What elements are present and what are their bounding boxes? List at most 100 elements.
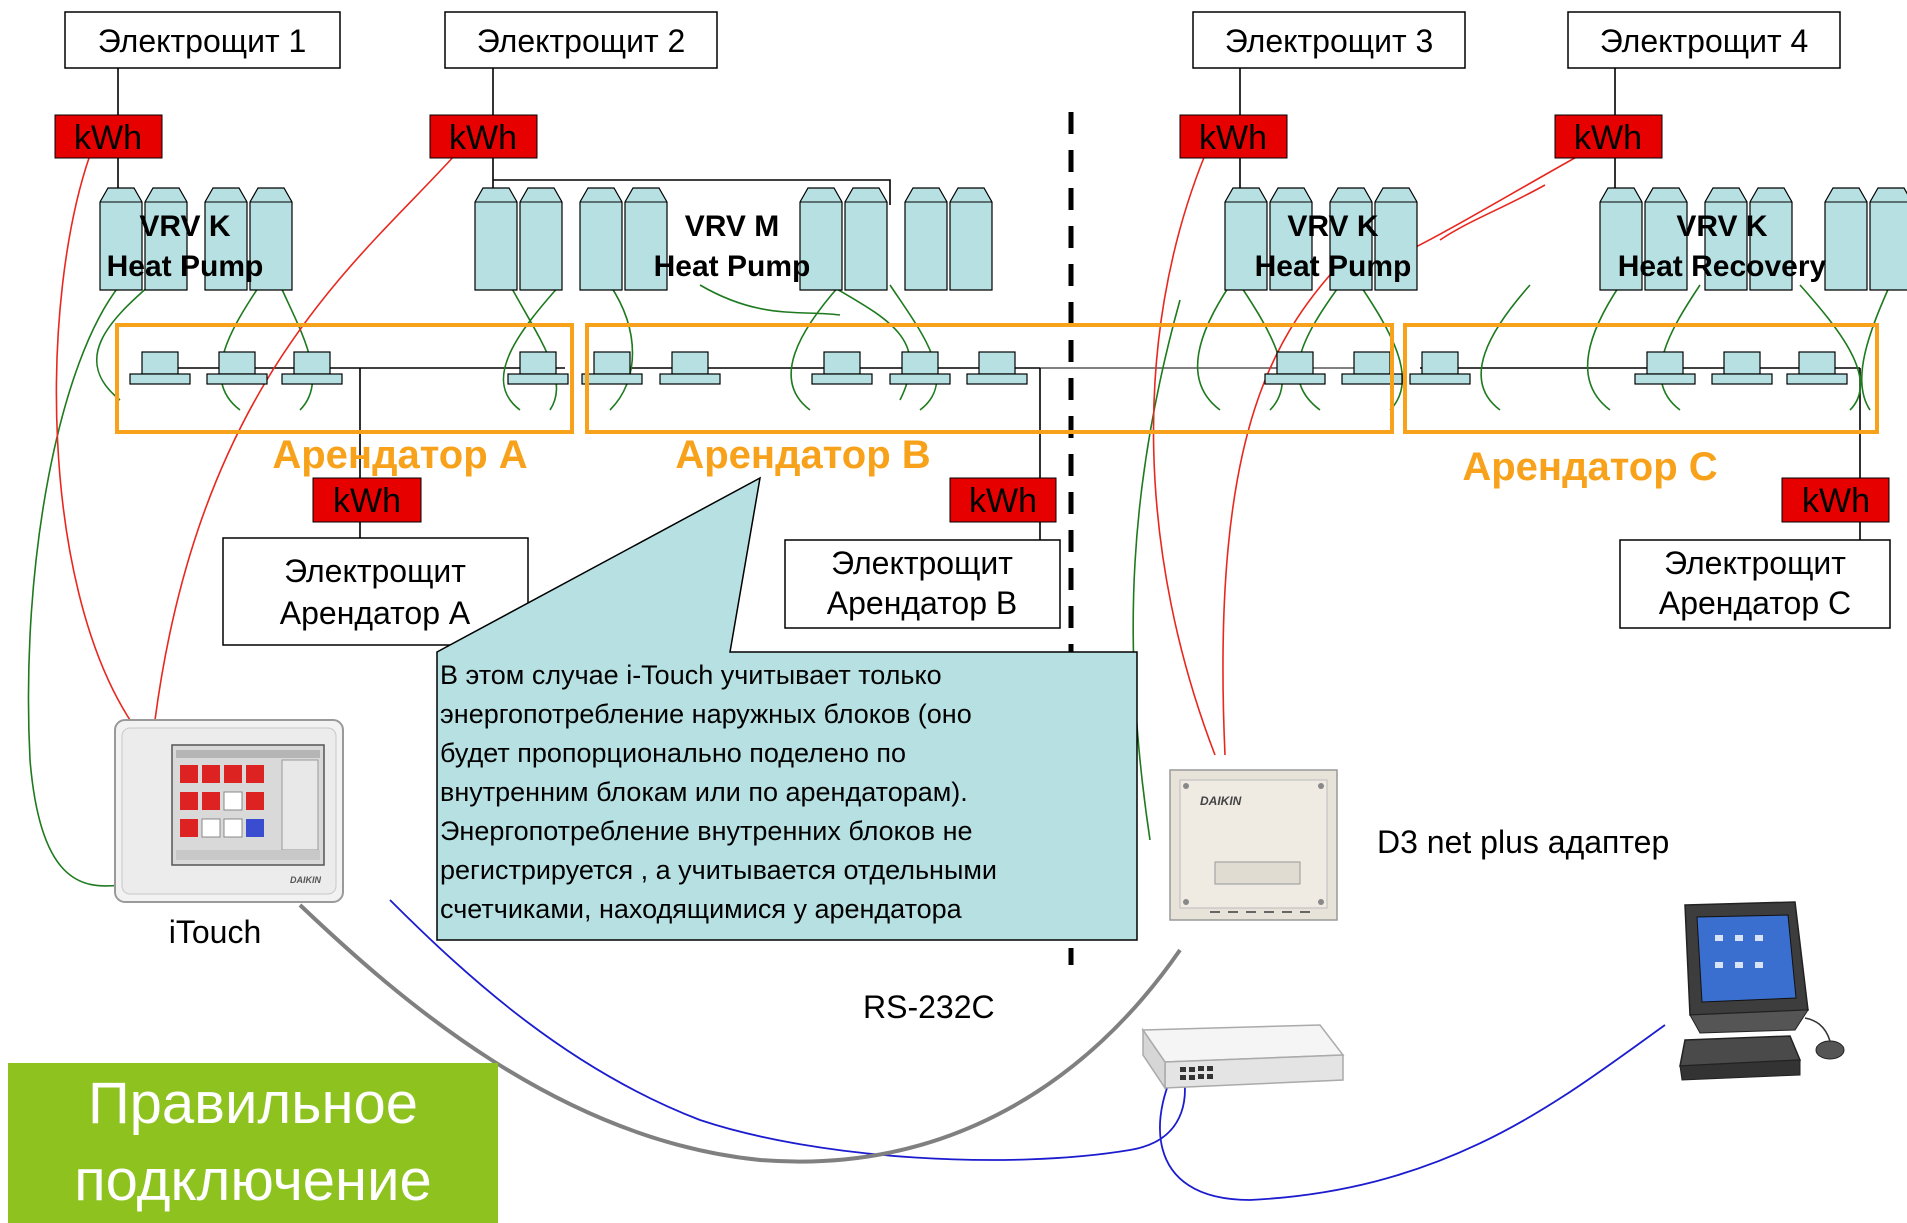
kwh-meter-tenant-a-label: kWh	[333, 482, 401, 520]
badge-line-2: подключение	[74, 1148, 432, 1213]
indoor-unit-base	[890, 374, 950, 384]
itouch-brand: DAIKIN	[290, 875, 321, 885]
callout-line-7: счетчиками, находящимися у арендатора	[440, 894, 963, 924]
kwh-meter-tenant-a: kWh	[313, 478, 421, 522]
outdoor-unit-module	[580, 188, 622, 290]
pc-computer	[1680, 902, 1844, 1080]
tenant-a-panel-line2: Арендатор A	[280, 595, 471, 631]
indoor-unit-base	[1712, 374, 1772, 384]
indoor-unit-base	[508, 374, 568, 384]
tenant-b-panel: Электрощит Арендатор B	[785, 540, 1060, 628]
kwh-meter-tenant-b-label: kWh	[969, 482, 1037, 520]
kwh-meter-tenant-c-label: kWh	[1802, 482, 1870, 520]
callout-text: В этом случае i-Touch учитывает только э…	[440, 660, 997, 924]
callout-line-1: В этом случае i-Touch учитывает только	[440, 660, 942, 690]
odu-k1-line2: Heat Pump	[107, 250, 264, 283]
indoor-unit-base	[282, 374, 342, 384]
main-panel-3-label: Электрощит 3	[1225, 23, 1434, 59]
odu-k3-line2: Heat Recovery	[1618, 250, 1827, 283]
indoor-unit-base	[1265, 374, 1325, 384]
indoor-unit-base	[1635, 374, 1695, 384]
callout-line-2: энергопотребление наружных блоков (оно	[440, 699, 972, 729]
main-panel-2-label: Электрощит 2	[477, 23, 686, 59]
network-switch	[1143, 1025, 1343, 1088]
indoor-unit-base	[1410, 374, 1470, 384]
kwh-meter-2: kWh	[430, 115, 537, 158]
callout-line-4: внутренним блокам или по арендаторам).	[440, 777, 968, 807]
odu-m-line1: VRV M	[685, 210, 779, 243]
outdoor-unit-module	[845, 188, 887, 290]
adapter-brand: DAIKIN	[1200, 794, 1242, 808]
indoor-unit	[1799, 352, 1835, 374]
adapter-label: D3 net plus адаптер	[1377, 824, 1669, 860]
callout-line-3: будет пропорционально поделено по	[440, 738, 906, 768]
indoor-unit	[979, 352, 1015, 374]
indoor-unit	[1647, 352, 1683, 374]
indoor-unit	[294, 352, 330, 374]
indoor-unit	[219, 352, 255, 374]
indoor-unit	[672, 352, 708, 374]
indoor-unit-base	[967, 374, 1027, 384]
indoor-unit	[824, 352, 860, 374]
outdoor-unit-module	[950, 188, 992, 290]
odu-k1-line1: VRV K	[139, 210, 230, 243]
kwh-meter-tenant-b: kWh	[950, 478, 1056, 522]
kwh-meter-3: kWh	[1180, 115, 1287, 158]
indoor-unit-base	[1787, 374, 1847, 384]
badge-line-1: Правильное	[88, 1071, 418, 1136]
outdoor-unit-module	[475, 188, 517, 290]
kwh-meter-4: kWh	[1555, 115, 1662, 158]
outdoor-unit-module	[905, 188, 947, 290]
indoor-unit-base	[207, 374, 267, 384]
outdoor-unit-module	[520, 188, 562, 290]
indoor-unit	[902, 352, 938, 374]
kwh-meter-1-label: kWh	[74, 119, 142, 157]
indoor-unit	[1724, 352, 1760, 374]
tenant-a-label: Арендатор A	[272, 433, 527, 477]
callout-line-5: Энергопотребление внутренних блоков не	[440, 816, 973, 846]
callout-line-6: регистрируется , а учитывается отдельным…	[440, 855, 997, 885]
tenant-c-label: Арендатор C	[1462, 445, 1717, 489]
indoor-unit	[520, 352, 556, 374]
main-panel-1: Электрощит 1	[65, 12, 340, 68]
indoor-unit	[594, 352, 630, 374]
outdoor-unit-module	[1825, 188, 1867, 290]
odu-k2-line2: Heat Pump	[1255, 250, 1412, 283]
tenant-b-label: Арендатор B	[675, 433, 930, 477]
odu-k3-line1: VRV K	[1676, 210, 1767, 243]
main-panel-1-label: Электрощит 1	[98, 23, 307, 59]
tenant-b-panel-line1: Электрощит	[831, 545, 1013, 581]
main-panel-2: Электрощит 2	[445, 12, 717, 68]
tenant-c-panel-line2: Арендатор C	[1659, 585, 1851, 621]
odu-m-line2: Heat Pump	[654, 250, 811, 283]
itouch-label: iTouch	[169, 914, 262, 950]
main-panel-4-label: Электрощит 4	[1600, 23, 1809, 59]
tenant-a-panel-line1: Электрощит	[284, 553, 466, 589]
kwh-meter-tenant-c: kWh	[1782, 478, 1889, 522]
odu-label-m: VRV M Heat Pump	[654, 210, 811, 283]
indoor-unit	[1277, 352, 1313, 374]
indoor-unit-base	[660, 374, 720, 384]
correct-connection-badge: Правильное подключение	[8, 1063, 498, 1223]
indoor-unit	[1354, 352, 1390, 374]
kwh-meter-3-label: kWh	[1199, 119, 1267, 157]
main-panel-3: Электрощит 3	[1193, 12, 1465, 68]
tenant-c-panel-line1: Электрощит	[1664, 545, 1846, 581]
outdoor-unit-module	[1870, 188, 1907, 290]
kwh-meter-4-label: kWh	[1574, 119, 1642, 157]
tenant-c-panel: Электрощит Арендатор C	[1620, 540, 1890, 628]
d3net-adapter: DAIKIN	[1170, 770, 1337, 920]
indoor-unit-base	[812, 374, 872, 384]
rs232c-label: RS-232C	[863, 989, 995, 1025]
indoor-unit	[142, 352, 178, 374]
indoor-unit-base	[130, 374, 190, 384]
main-panel-4: Электрощит 4	[1568, 12, 1840, 68]
itouch-device: DAIKIN	[115, 720, 343, 902]
indoor-unit-base	[582, 374, 642, 384]
indoor-unit	[1422, 352, 1458, 374]
tenant-b-panel-line2: Арендатор B	[827, 585, 1018, 621]
odu-k2-line1: VRV K	[1287, 210, 1378, 243]
kwh-meter-1: kWh	[55, 115, 162, 158]
kwh-meter-2-label: kWh	[449, 119, 517, 157]
